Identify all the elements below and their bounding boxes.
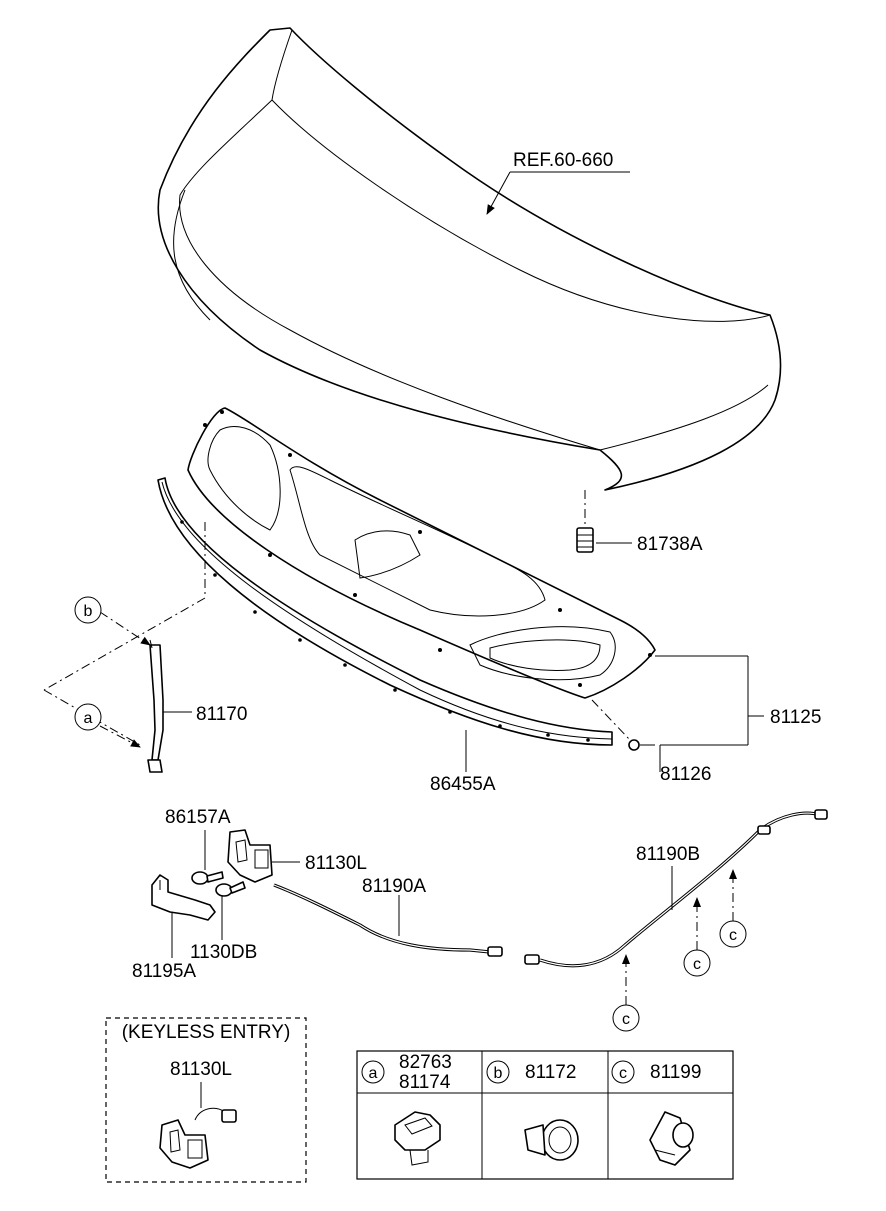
legend-a: a 82763 81174 [361,1052,452,1166]
label-81190B: 81190B [636,844,700,865]
legend-a-part-1: 82763 [399,1052,452,1073]
label-81126: 81126 [660,764,711,785]
bolt-1130DB [215,881,246,897]
legend-b: b 81172 [486,1060,579,1161]
legend-c-part: 81199 [650,1062,701,1083]
pad-clip-81126 [628,739,640,751]
svg-text:a: a [369,1065,378,1082]
label-1130DB: 1130DB [190,942,257,963]
legend-a-part-2: 81174 [399,1072,451,1093]
bumper-stop [576,490,594,553]
ref-label: REF.60-660 [513,150,613,171]
hood-insulator-pad [187,407,656,699]
callout-c-3: c [719,920,747,948]
svg-text:b: b [84,603,93,620]
hood-panel [157,27,782,491]
callout-c-2: c [683,949,711,977]
hood-latch [227,829,273,883]
callout-b: b [74,596,102,624]
label-81130L: 81130L [305,853,367,874]
release-cable [273,809,828,968]
legend-b-part: 81172 [525,1062,576,1083]
label-86455A: 86455A [430,774,496,795]
legend-c: c 81199 [611,1060,701,1166]
keyless-title: (KEYLESS ENTRY) [122,1022,291,1043]
bolt-86157A [191,871,224,885]
svg-text:b: b [494,1065,503,1082]
hood-stay-rod [147,639,164,773]
svg-text:c: c [622,1011,630,1028]
svg-text:a: a [84,710,93,727]
keyless-part-label: 81130L [170,1059,232,1080]
label-81190A: 81190A [362,876,426,897]
label-81170: 81170 [196,704,247,725]
callout-c-1: c [612,1004,640,1032]
label-86157A: 86157A [165,807,231,828]
label-81195A: 81195A [132,961,196,982]
keyless-latch [159,1107,237,1169]
svg-text:c: c [619,1065,627,1082]
release-handle [151,874,216,921]
legend-table [356,1050,734,1180]
label-81125: 81125 [770,707,821,728]
label-81738A: 81738A [637,534,703,555]
keyless-entry-box [105,1017,307,1183]
svg-text:c: c [693,956,701,973]
callout-a: a [74,703,102,731]
weatherstrip [157,477,613,746]
svg-text:c: c [729,927,737,944]
